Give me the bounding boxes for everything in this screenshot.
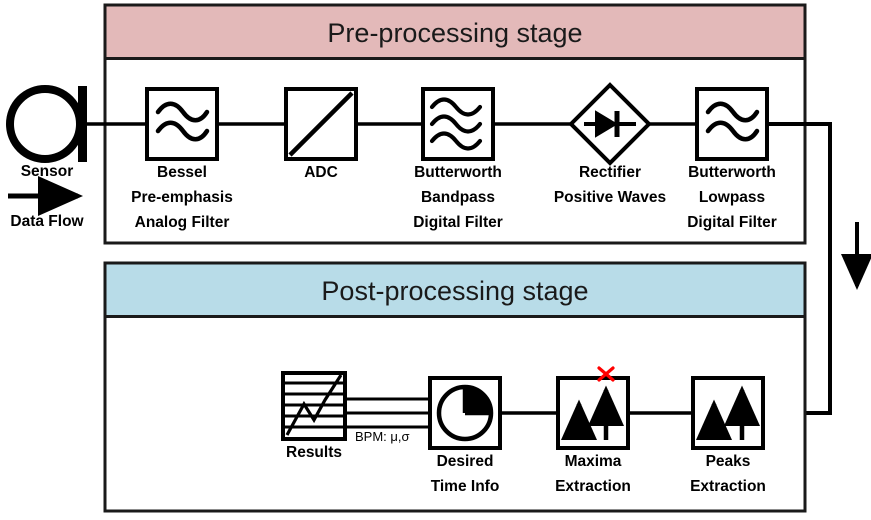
data-flow-label: Data Flow — [10, 213, 84, 230]
desired-time-info-label-line-1: Desired — [437, 453, 494, 470]
maxima-extraction-label-line-1: Maxima — [565, 453, 622, 470]
block-butterworth-bandpass[interactable]: Butterworth Bandpass Digital Filter — [413, 87, 503, 231]
block-desired-time-info[interactable]: Desired Time Info — [428, 376, 502, 495]
two-arrows-up-icon — [696, 385, 760, 440]
pre-processing-stage-title: Pre-processing stage — [327, 18, 582, 48]
post-processing-header-band — [106, 264, 804, 317]
block-maxima-extraction[interactable]: Maxima Extraction — [555, 366, 631, 495]
double-wave-filter-icon — [155, 101, 210, 142]
triple-wave-filter-icon — [429, 97, 483, 151]
block-bessel[interactable]: Bessel Pre-emphasis Analog Filter — [131, 87, 233, 231]
results-waveform-trace — [285, 374, 343, 436]
rectifier-label-line-2: Positive Waves — [554, 189, 666, 206]
butterworth-bandpass-label-line-2: Bandpass — [421, 189, 495, 206]
bessel-block-box[interactable] — [145, 87, 219, 161]
bessel-label-line-1: Bessel — [157, 164, 207, 181]
butterworth-lowpass-label-line-3: Digital Filter — [687, 214, 777, 231]
rectifier-label-line-1: Rectifier — [579, 164, 641, 181]
results-label-line-1: Results — [286, 444, 342, 461]
block-peaks-extraction[interactable]: Peaks Extraction — [690, 376, 766, 495]
bessel-label-line-2: Pre-emphasis — [131, 189, 233, 206]
clock-pie-icon — [436, 384, 494, 442]
diagonal-slash-adc-icon — [288, 91, 354, 157]
block-rectifier[interactable]: Rectifier Positive Waves — [554, 82, 666, 206]
adc-label-line-1: ADC — [304, 164, 338, 181]
butterworth-lowpass-block-box[interactable] — [695, 87, 769, 161]
red-x-icon — [597, 366, 615, 382]
sensor-label: Sensor — [21, 163, 74, 180]
butterworth-bandpass-label-line-1: Butterworth — [414, 164, 502, 181]
post-processing-stage-title: Post-processing stage — [321, 276, 588, 306]
two-arrows-up-with-red-x-icon — [561, 366, 624, 440]
peaks-extraction-block-box[interactable] — [691, 376, 765, 450]
peaks-extraction-label-line-1: Peaks — [706, 453, 751, 470]
double-wave-filter-icon — [705, 101, 760, 142]
desired-time-info-label-line-2: Time Info — [431, 478, 500, 495]
block-adc[interactable]: ADC — [284, 87, 358, 181]
butterworth-lowpass-label-line-2: Lowpass — [699, 189, 765, 206]
maxima-extraction-block-box[interactable] — [556, 376, 630, 450]
sensor-transducer-icon — [6, 85, 84, 163]
sensor-group: Sensor Data Flow — [6, 85, 152, 230]
bessel-label-line-3: Analog Filter — [135, 214, 230, 231]
results-chart-gridlines — [285, 381, 343, 429]
sensor-bar-icon — [78, 86, 87, 162]
butterworth-bandpass-label-line-3: Digital Filter — [413, 214, 503, 231]
butterworth-lowpass-label-line-1: Butterworth — [688, 164, 776, 181]
results-bus-wires — [345, 397, 430, 429]
peaks-extraction-label-line-2: Extraction — [690, 478, 766, 495]
block-butterworth-lowpass[interactable]: Butterworth Lowpass Digital Filter — [687, 87, 777, 231]
pre-processing-header-band — [106, 6, 804, 59]
bpm-bus-label: BPM: μ,σ — [355, 429, 410, 444]
diode-rectifier-icon — [584, 110, 636, 138]
block-results[interactable]: Results — [281, 371, 347, 461]
maxima-extraction-label-line-2: Extraction — [555, 478, 631, 495]
